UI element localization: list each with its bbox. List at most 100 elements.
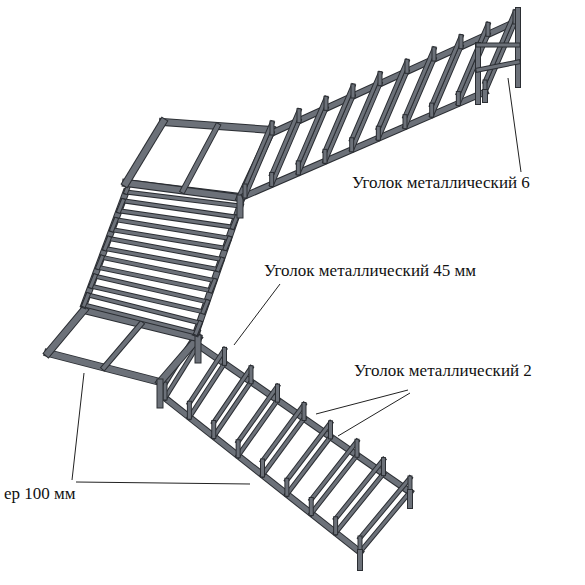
metal-bar-edge — [485, 22, 515, 92]
metal-bar-edge — [269, 174, 274, 184]
metal-bar — [218, 260, 222, 270]
metal-bar-edge — [245, 133, 272, 196]
metal-bar — [352, 86, 355, 96]
metal-bar-edge — [211, 423, 216, 437]
metal-bar — [271, 123, 274, 133]
metal-bar-edge — [160, 338, 198, 382]
metal-bar-edge — [405, 59, 434, 127]
metal-bar-edge — [475, 45, 481, 102]
metal-bar-edge — [324, 98, 329, 108]
metal-bar — [457, 94, 460, 104]
metal-bar-edge — [355, 441, 360, 455]
metal-bar — [112, 220, 116, 230]
metal-bar — [432, 47, 461, 115]
metal-bar — [298, 108, 326, 173]
metal-bar-edge — [403, 117, 408, 127]
metal-bar-edge — [297, 111, 302, 121]
metal-bar-edge — [287, 437, 331, 494]
metal-bar-edge — [323, 151, 328, 161]
metal-bar-edge — [429, 105, 434, 115]
metal-bar-edge — [311, 455, 357, 513]
metal-bar-edge — [352, 84, 380, 150]
metal-bar — [324, 151, 327, 161]
metal-bar — [203, 302, 207, 312]
callout-label: Уголок металлический 45 мм — [262, 262, 478, 281]
callout-label: ер 100 мм — [2, 485, 78, 504]
metal-bar-edge — [260, 461, 265, 475]
metal-bar — [223, 349, 226, 363]
metal-bar — [404, 117, 407, 127]
metal-bar — [378, 71, 407, 138]
metal-bar — [165, 398, 360, 552]
metal-bar — [272, 121, 299, 185]
metal-bar-edge — [48, 310, 84, 353]
metal-bar — [298, 98, 326, 163]
metal-bar — [458, 24, 488, 93]
metal-bar — [104, 324, 141, 368]
metal-bar — [329, 423, 332, 437]
metal-bar — [382, 460, 385, 474]
metal-bar-edge — [243, 186, 248, 196]
metal-bar — [325, 96, 353, 161]
metal-bar — [311, 455, 357, 513]
metal-bar-edge — [105, 239, 109, 249]
metal-bar — [214, 368, 251, 423]
metal-bar-edge — [245, 123, 272, 186]
metal-bar — [478, 44, 518, 47]
metal-bar — [334, 519, 337, 533]
metal-bar-edge — [109, 239, 222, 260]
metal-bar — [285, 480, 288, 494]
metal-bar — [245, 133, 272, 196]
metal-bar — [214, 382, 251, 437]
callout-label: Уголок металлический 2 — [352, 362, 534, 381]
metal-bar-edge — [378, 74, 383, 84]
metal-bar-edge — [233, 217, 237, 227]
metal-bar-edge — [302, 405, 307, 419]
metal-bar — [105, 239, 109, 249]
metal-bar — [478, 62, 518, 70]
metal-bar — [360, 478, 410, 538]
metal-bar — [352, 74, 380, 140]
metal-bar — [196, 338, 201, 360]
metal-bar — [98, 267, 211, 290]
metal-bar-edge — [236, 442, 241, 456]
metal-bar — [406, 61, 409, 71]
metal-bar-edge — [376, 128, 381, 138]
metal-bar — [160, 338, 198, 382]
metal-bar — [238, 198, 243, 215]
metal-bar-edge — [296, 163, 301, 173]
metal-bar-edge — [459, 37, 464, 47]
metal-bar-edge — [105, 249, 218, 270]
metal-bar-edge — [325, 96, 353, 161]
metal-bar — [105, 249, 218, 270]
leader-line — [72, 373, 84, 480]
metal-bar — [261, 461, 264, 475]
metal-bar-edge — [272, 121, 299, 185]
metal-bar-edge — [478, 43, 518, 48]
metal-bar — [245, 123, 272, 186]
metal-bar — [91, 276, 95, 286]
leader-line — [234, 284, 280, 345]
metal-bar — [325, 98, 328, 108]
metal-bar — [336, 474, 384, 533]
metal-bar-edge — [165, 398, 360, 552]
metal-bar — [485, 22, 515, 92]
metal-bar-edge — [432, 37, 461, 105]
metal-bar-edge — [360, 492, 410, 552]
metal-bar-edge — [357, 552, 363, 568]
metal-bar — [212, 423, 215, 437]
metal-bar-edge — [349, 140, 354, 150]
metal-bar-edge — [325, 86, 353, 151]
metal-bar — [270, 174, 273, 184]
metal-bar-edge — [98, 257, 102, 267]
metal-bar-edge — [351, 86, 356, 96]
metal-bar-edge — [405, 61, 410, 71]
metal-bar-edge — [352, 74, 380, 140]
metal-bar-edge — [84, 295, 88, 305]
metal-bar — [379, 74, 382, 84]
metal-bar-edge — [98, 267, 211, 290]
metal-bar — [158, 382, 163, 405]
metal-bar-edge — [381, 460, 386, 474]
metal-bar-edge — [486, 24, 491, 34]
